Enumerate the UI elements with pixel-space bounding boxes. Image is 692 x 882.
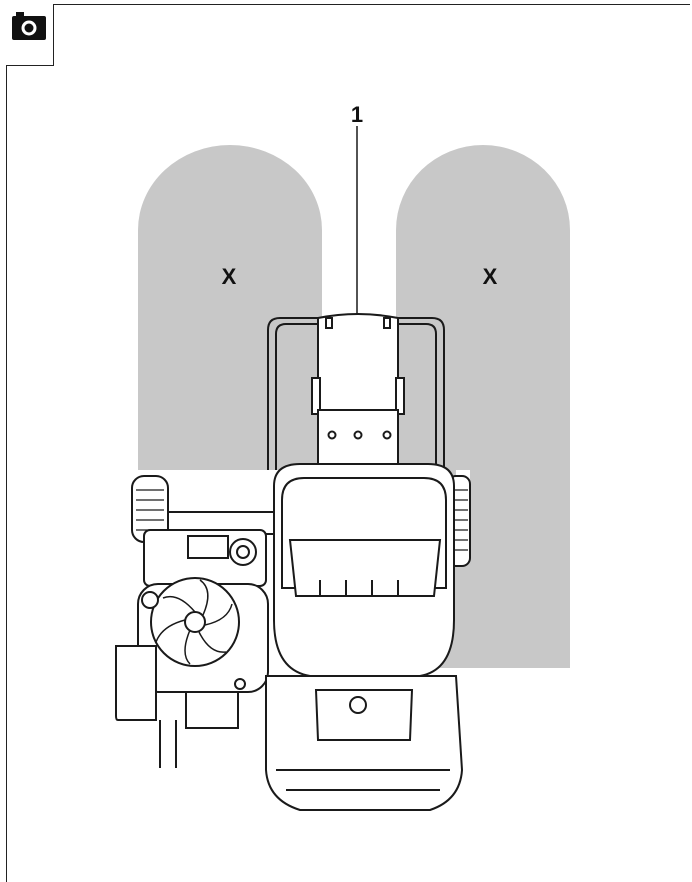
zone-label-right: X bbox=[483, 264, 498, 289]
danger-zone-left bbox=[138, 145, 322, 470]
camera-icon-box bbox=[6, 4, 54, 66]
camera-icon bbox=[12, 12, 46, 40]
handle-bar bbox=[267, 317, 445, 470]
feed-chute bbox=[311, 313, 405, 473]
zone-label-left: X bbox=[222, 264, 237, 289]
shredder-body bbox=[265, 463, 464, 811]
callout-number-1: 1 bbox=[351, 102, 363, 127]
engine-fan-blades bbox=[155, 579, 233, 665]
engine bbox=[115, 511, 275, 768]
figure-frame bbox=[6, 4, 690, 882]
